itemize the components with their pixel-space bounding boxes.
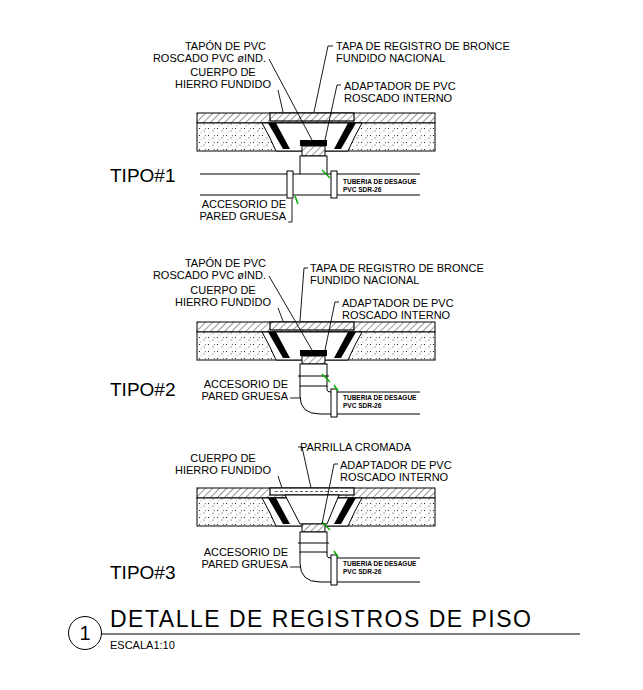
- callout-label: CUERPO DE HIERRO FUNDIDO: [170, 284, 276, 308]
- type-label: TIPO#2: [110, 380, 175, 400]
- callout-label: TAPA DE REGISTRO DE BRONCE FUNDIDO NACIO…: [336, 40, 512, 64]
- callout-label: ADAPTADOR DE PVC ROSCADO INTERNO: [344, 80, 472, 104]
- callout-label: ACCESORIO DE PARED GRUESA: [186, 378, 288, 402]
- callout-label: ESCALA1:10: [110, 639, 175, 651]
- callout-label: TAPÓN DE PVC ROSCADO PVC øIND.: [138, 40, 266, 64]
- callout-label: TAPA DE REGISTRO DE BRONCE FUNDIDO NACIO…: [310, 262, 486, 286]
- callout-label: ADAPTADOR DE PVC ROSCADO INTERNO: [340, 459, 468, 483]
- callout-label: TUBERIA DE DESAGUE PVC SDR-26: [343, 394, 419, 409]
- callout-label: TUBERIA DE DESAGUE PVC SDR-26: [343, 178, 419, 193]
- callout-label: ADAPTADOR DE PVC ROSCADO INTERNO: [342, 297, 470, 321]
- callout-number: 1: [79, 622, 90, 644]
- callout-label: ACCESORIO DE PARED GRUESA: [186, 546, 288, 570]
- callout-label: PARRILLA CROMADA: [300, 441, 430, 453]
- callout-label: CUERPO DE HIERRO FUNDIDO: [170, 452, 276, 476]
- drawing-title: DETALLE DE REGISTROS DE PISO: [110, 606, 532, 632]
- type-label: TIPO#3: [110, 563, 175, 583]
- type-label: TIPO#1: [110, 166, 175, 186]
- title-underline: [101, 633, 580, 634]
- detail-number-circle: 1: [68, 616, 102, 650]
- callout-label: TUBERIA DE DESAGUE PVC SDR-26: [343, 560, 419, 575]
- callout-label: CUERPO DE HIERRO FUNDIDO: [170, 66, 276, 90]
- callout-label: ACCESORIO DE PARED GRUESA: [184, 198, 286, 222]
- callout-label: TAPÓN DE PVC ROSCADO PVC øIND.: [138, 257, 266, 281]
